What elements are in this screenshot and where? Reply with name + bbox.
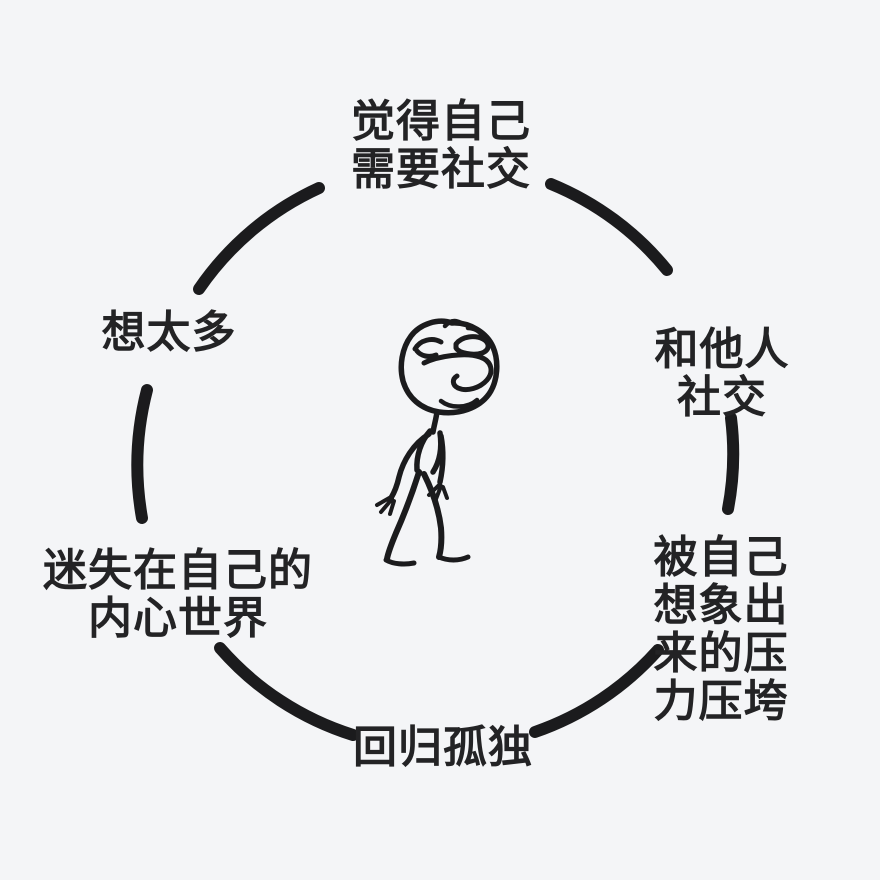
- tired-stick-figure: [375, 318, 500, 567]
- figure-neck: [430, 409, 440, 435]
- arc-top-left: [193, 182, 325, 295]
- arc-bottom-right: [529, 644, 664, 738]
- figure-left-foot: [383, 557, 417, 567]
- figure-left-hand: [375, 495, 396, 516]
- figure-nose: [421, 352, 494, 393]
- cycle-step-top: 觉得自己 需要社交: [351, 97, 531, 194]
- figure-left-eye: [412, 337, 444, 359]
- figure-right-foot: [436, 554, 471, 563]
- figure-left-leg: [384, 469, 422, 562]
- figure-right-eye: [453, 334, 491, 357]
- figure-right-arm: [437, 433, 446, 485]
- arc-left: [131, 384, 153, 524]
- figure-left-arm: [388, 431, 432, 501]
- cycle-step-right-upper: 和他人社交: [654, 325, 790, 422]
- cycle-step-right-lower: 被自己想象出 来的压力压垮: [653, 533, 789, 726]
- arc-right: [722, 412, 740, 515]
- figure-right-leg: [421, 471, 445, 560]
- figure-hair: [442, 318, 486, 339]
- arc-top-right: [545, 178, 673, 276]
- cycle-step-bottom: 回归孤独: [353, 723, 533, 772]
- arc-bottom-left: [214, 642, 359, 741]
- figure-mouth: [438, 397, 480, 409]
- cycle-arcs: [131, 178, 740, 741]
- cycle-step-left-lower: 迷失在自己的 内心世界: [43, 546, 313, 643]
- cycle-step-left-upper: 想太多: [101, 308, 237, 357]
